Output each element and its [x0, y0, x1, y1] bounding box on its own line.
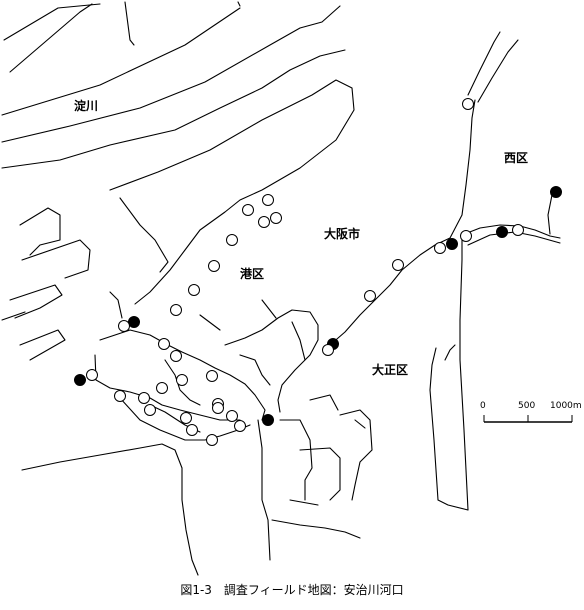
inner-line: [291, 321, 306, 361]
survey-point-open: [462, 98, 474, 110]
survey-point-open: [86, 369, 98, 381]
survey-point-open: [118, 320, 130, 332]
survey-point-open: [226, 410, 238, 422]
survey-point-open: [226, 234, 238, 246]
survey-point-open: [158, 338, 170, 350]
survey-point-open: [270, 212, 282, 224]
yodogawa-south-bank: [1, 49, 346, 169]
bank-line: [9, 3, 93, 73]
survey-point-filled: [446, 238, 458, 250]
place-labels: 淀川 西区 大阪市 港区 大正区: [74, 98, 528, 377]
south-coast: [21, 443, 199, 576]
survey-point-open: [434, 242, 446, 254]
island: [94, 354, 241, 421]
survey-point-filled: [262, 414, 274, 426]
survey-point-open: [180, 412, 192, 424]
canal: [461, 224, 561, 239]
pier: [9, 284, 63, 319]
harbor-pier: [339, 409, 373, 501]
survey-point-open: [212, 402, 224, 414]
bank-line: [124, 1, 135, 46]
harbor-pier: [309, 394, 339, 411]
survey-point-open: [364, 290, 376, 302]
label-nishi-ku: 西区: [504, 151, 528, 165]
survey-point-filled: [74, 374, 86, 386]
scale-bar: 0 500 1000m: [480, 401, 582, 423]
survey-point-open: [206, 434, 218, 446]
canal: [547, 194, 553, 235]
coastlines: [1, 1, 561, 576]
label-yodogawa: 淀川: [74, 98, 98, 113]
survey-point-open: [176, 374, 188, 386]
island: [164, 359, 201, 406]
survey-point-open: [512, 224, 524, 236]
survey-point-open: [114, 390, 126, 402]
inner-line: [261, 299, 277, 319]
harbor-pier: [257, 419, 271, 561]
survey-point-open: [242, 204, 254, 216]
scale-label-0: 0: [480, 401, 486, 411]
harbor-pier: [279, 419, 313, 501]
survey-point-open: [170, 350, 182, 362]
central-bank: [224, 309, 319, 413]
kizu-river-west: [329, 99, 476, 346]
pier: [19, 207, 61, 256]
survey-point-open: [188, 284, 200, 296]
survey-point-filled: [128, 316, 140, 328]
yodogawa-north-bank: [1, 5, 341, 143]
harbor-pier: [299, 447, 341, 501]
survey-point-open: [156, 382, 168, 394]
survey-points: [74, 98, 562, 446]
bank-line: [237, 1, 241, 7]
bank-line: [1, 7, 241, 116]
survey-point-open: [138, 392, 150, 404]
kizu-river-east-b: [459, 239, 469, 511]
figure-caption: 図1-3 調査フィールド地図：安治川河口: [180, 582, 403, 597]
survey-point-open: [186, 424, 198, 436]
pier: [19, 329, 66, 361]
survey-point-filled: [496, 226, 508, 238]
inner-line: [354, 419, 366, 429]
harbor-pier: [289, 499, 319, 506]
harbor-pier: [271, 519, 361, 539]
label-taisho-ku: 大正区: [372, 362, 408, 377]
bank-line: [3, 3, 101, 41]
scale-label-1000m: 1000m: [550, 401, 582, 411]
survey-point-open: [170, 304, 182, 316]
inner-line: [199, 314, 221, 331]
survey-point-open: [234, 420, 246, 432]
survey-point-open: [262, 194, 274, 206]
label-osaka-shi: 大阪市: [324, 226, 360, 241]
island: [99, 329, 266, 421]
minato-inner-bank: [119, 197, 169, 273]
survey-point-open: [144, 404, 156, 416]
island: [119, 397, 251, 441]
survey-point-open: [322, 344, 334, 356]
canal: [477, 39, 519, 103]
survey-point-open: [392, 259, 404, 271]
survey-point-open: [208, 260, 220, 272]
pier: [1, 311, 26, 321]
label-minato-ku: 港区: [240, 266, 264, 281]
pier: [21, 239, 91, 279]
survey-point-open: [206, 370, 218, 382]
kizu-mouth: [444, 344, 456, 361]
central-bank: [239, 354, 271, 386]
survey-point-filled: [550, 186, 562, 198]
survey-point-open: [258, 216, 270, 228]
minato-peninsula: [109, 79, 355, 305]
kizu-river-end: [437, 499, 469, 511]
kizu-river-east: [429, 347, 439, 501]
scale-label-500: 500: [518, 401, 535, 411]
survey-point-open: [460, 230, 472, 242]
canal: [467, 31, 501, 96]
pier: [109, 291, 123, 319]
